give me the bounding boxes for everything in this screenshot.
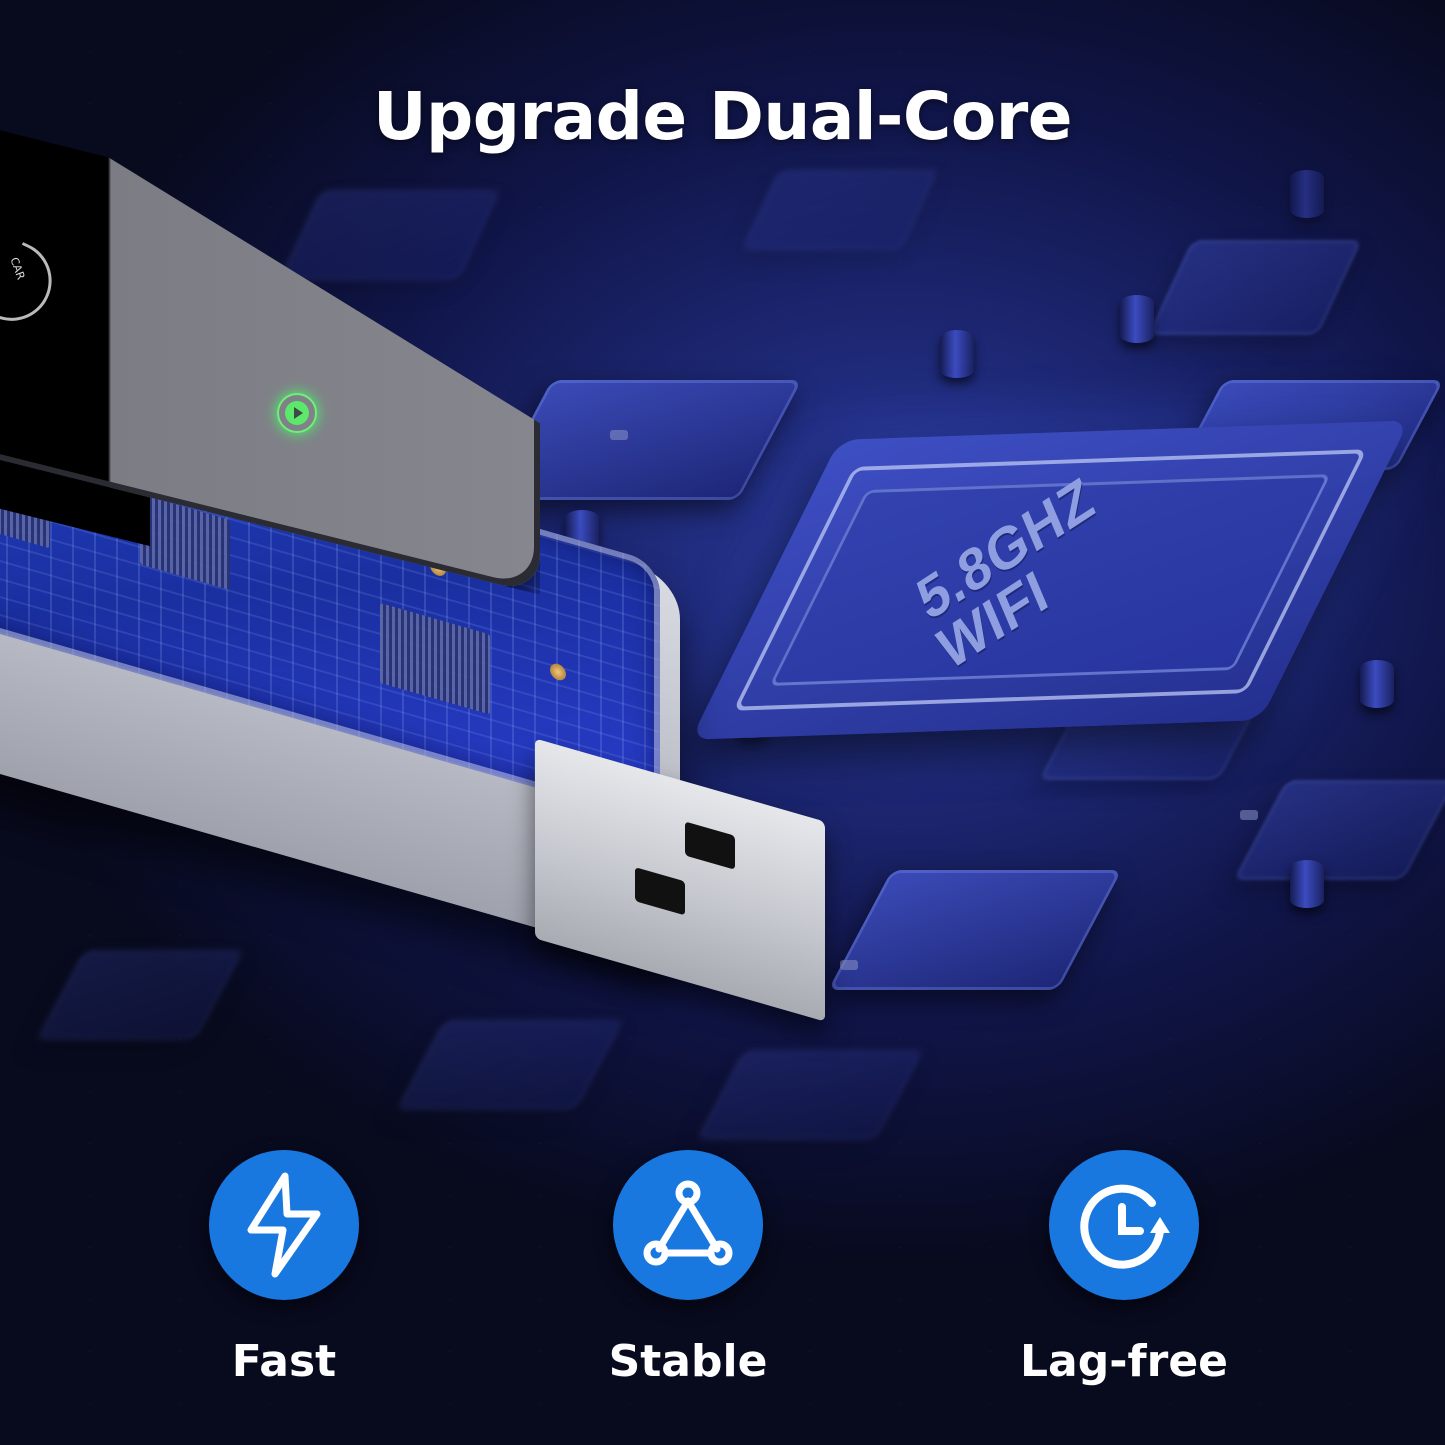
page-title: Upgrade Dual-Core bbox=[372, 78, 1073, 155]
solder-pad bbox=[610, 430, 628, 440]
status-led bbox=[277, 393, 317, 433]
solder-pad bbox=[1240, 810, 1258, 820]
clock-refresh-icon bbox=[1080, 1184, 1170, 1269]
feature-lag-free: Lag-free bbox=[994, 1150, 1254, 1387]
pcb-chip bbox=[380, 602, 490, 715]
feature-label: Fast bbox=[231, 1336, 337, 1387]
solder-pad bbox=[840, 960, 858, 970]
feature-icon-circle bbox=[209, 1150, 359, 1300]
usb-slot bbox=[685, 821, 735, 870]
capacitor bbox=[1290, 170, 1324, 218]
triangle-network-icon bbox=[643, 1180, 733, 1266]
capacitor bbox=[940, 330, 974, 378]
play-icon bbox=[285, 401, 309, 425]
capacitor bbox=[1360, 660, 1394, 708]
capacitor bbox=[1120, 295, 1154, 343]
feature-stable: Stable bbox=[558, 1150, 818, 1387]
feature-icon-circle bbox=[1049, 1150, 1199, 1300]
feature-icon-circle bbox=[613, 1150, 763, 1300]
feature-label: Stable bbox=[608, 1336, 768, 1387]
feature-label: Lag-free bbox=[1019, 1336, 1228, 1387]
feature-fast: Fast bbox=[154, 1150, 414, 1387]
capacitor bbox=[1290, 860, 1324, 908]
pcb-screw bbox=[550, 661, 566, 683]
usb-slot bbox=[635, 867, 685, 916]
lightning-bolt-icon bbox=[247, 1172, 321, 1278]
